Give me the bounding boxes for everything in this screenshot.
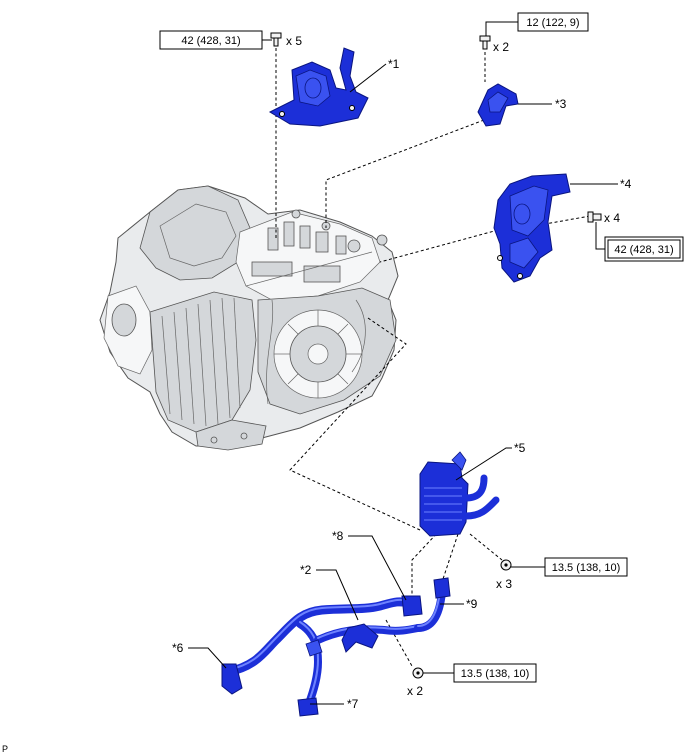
bolt-quantity: x 4 [604,211,620,225]
bolt-icon [412,667,424,679]
callout-5: *5 [455,441,526,481]
callout-7: *7 [310,697,359,711]
dashed-reference-lines [275,48,591,667]
torque-value: 42 (428, 31) [181,35,240,47]
transaxle-assembly [99,185,399,451]
oil-cooler [419,451,500,537]
bolt-icon [587,211,602,223]
bolt-quantity: x 2 [407,684,423,698]
torque-value: 13.5 (138, 10) [552,562,621,574]
callout-2: *2 [300,563,359,621]
callout-label: *8 [332,529,344,543]
callout-label: *2 [300,563,312,577]
bolt-icon [479,35,491,50]
callout-label: *4 [620,177,632,191]
cooler-fins [424,487,462,521]
bolt-quantity: x 5 [286,34,302,48]
callout-6: *6 [172,641,227,669]
cover-spokes [274,310,362,398]
callout-label: *3 [555,97,567,111]
torque-value: 12 (122, 9) [526,17,579,29]
bolt-quantity: x 3 [496,577,512,591]
callout-9: *9 [440,597,478,611]
torque-spec-4: 13.5 (138, 10) [511,557,628,577]
callout-8: *8 [332,529,407,601]
engine-mount-bracket [268,47,369,127]
callout-3: *3 [518,97,567,111]
callout-label: *6 [172,641,184,655]
torque-spec-3: 42 (428, 31) [595,222,684,262]
small-bracket [477,83,519,127]
oil-cooler-pipe-assembly [221,577,451,717]
torque-value: 13.5 (138, 10) [461,668,530,680]
callout-4: *4 [570,177,632,191]
torque-spec-1: 42 (428, 31) [159,30,272,50]
torque-value: 42 (428, 31) [614,244,673,256]
torque-spec-2: 12 (122, 9) [485,12,589,36]
illustration-code: P [2,744,8,754]
bolt-icon [500,559,512,571]
callout-label: *9 [466,597,478,611]
callout-1: *1 [349,57,400,93]
torque-spec-5: 13.5 (138, 10) [423,663,537,683]
case-ribs [161,297,241,427]
transaxle-mount-bracket [493,173,571,283]
callout-label: *5 [514,441,526,455]
bolt-quantity: x 2 [493,40,509,54]
callout-label: *7 [347,697,359,711]
bolt-icon [270,32,282,47]
bolt-icons [270,32,602,679]
callout-label: *1 [388,57,400,71]
